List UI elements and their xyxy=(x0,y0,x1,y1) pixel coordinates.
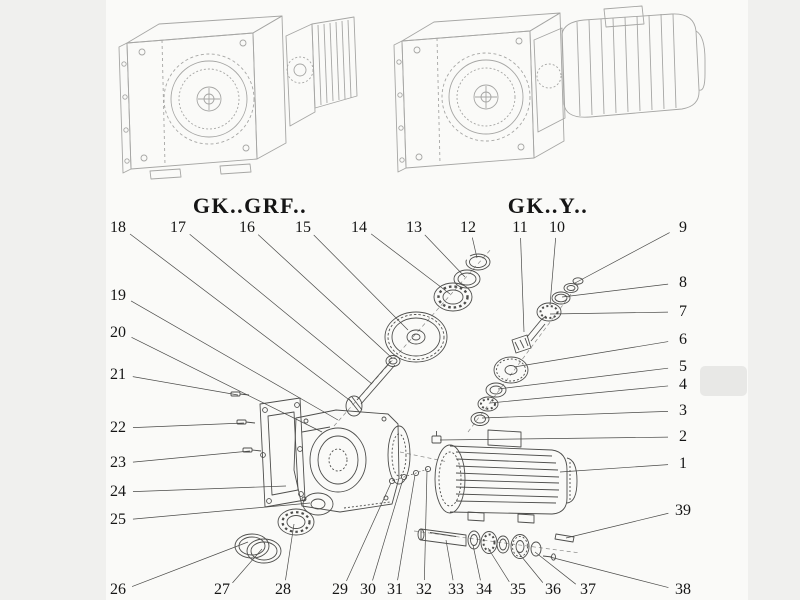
leader-line-7 xyxy=(549,311,669,315)
callout-19: 19 xyxy=(110,287,126,304)
left-margin xyxy=(0,0,106,600)
callout-7: 7 xyxy=(679,303,687,320)
callout-18: 18 xyxy=(110,219,126,236)
gearbox-grf-illustration xyxy=(118,15,358,180)
callout-8: 8 xyxy=(679,274,687,291)
callout-37: 37 xyxy=(580,581,596,598)
leader-line-9 xyxy=(574,232,670,284)
callout-21: 21 xyxy=(110,366,126,383)
callout-15: 15 xyxy=(295,219,311,236)
leader-line-14 xyxy=(370,233,451,295)
callout-1: 1 xyxy=(679,455,687,472)
leader-line-8 xyxy=(561,283,669,298)
callout-38: 38 xyxy=(675,581,691,598)
leader-line-19 xyxy=(130,300,339,421)
leader-line-22 xyxy=(132,422,245,428)
callout-24: 24 xyxy=(110,483,126,500)
breather-plug xyxy=(431,431,442,444)
leader-line-1 xyxy=(559,464,669,473)
gearbox-y-illustration xyxy=(393,5,706,173)
leader-line-12 xyxy=(471,237,478,259)
callout-6: 6 xyxy=(679,331,687,348)
callout-28: 28 xyxy=(275,581,291,598)
callout-3: 3 xyxy=(679,402,687,419)
callout-25: 25 xyxy=(110,511,126,528)
leader-line-24 xyxy=(132,485,287,492)
intermediate-shaft-assembly xyxy=(345,253,491,417)
callout-13: 13 xyxy=(406,219,422,236)
right-margin xyxy=(748,0,800,600)
leader-line-37 xyxy=(534,551,577,585)
axis-lines xyxy=(333,247,581,554)
leader-line-10 xyxy=(549,237,556,306)
leader-line-21 xyxy=(132,376,239,396)
callout-29: 29 xyxy=(332,581,348,598)
leader-line-38 xyxy=(549,556,669,588)
callout-32: 32 xyxy=(416,581,432,598)
output-flange-plate xyxy=(259,397,306,508)
callout-26: 26 xyxy=(110,581,126,598)
callout-2: 2 xyxy=(679,428,687,445)
leader-line-25 xyxy=(132,502,311,520)
callout-17: 17 xyxy=(170,219,186,236)
callout-4: 4 xyxy=(679,376,687,393)
callout-23: 23 xyxy=(110,454,126,471)
leader-line-26 xyxy=(131,541,249,587)
callout-27: 27 xyxy=(214,581,230,598)
leader-line-34 xyxy=(472,544,481,581)
callout-33: 33 xyxy=(448,581,464,598)
callout-31: 31 xyxy=(387,581,403,598)
leader-line-32 xyxy=(424,470,428,581)
leader-line-20 xyxy=(131,337,323,433)
exploded-view xyxy=(230,247,584,564)
callout-22: 22 xyxy=(110,419,126,436)
model-label-grf: GK..GRF.. xyxy=(192,193,308,218)
model-label-y: GK..Y.. xyxy=(507,193,589,218)
leader-line-29 xyxy=(346,482,392,582)
callout-20: 20 xyxy=(110,324,126,341)
leader-line-16 xyxy=(257,234,393,359)
leader-line-36 xyxy=(516,550,544,583)
flange-bolts xyxy=(230,391,262,453)
leader-line-18 xyxy=(129,233,353,403)
callout-5: 5 xyxy=(679,358,687,375)
bevel-pinion-assembly xyxy=(470,277,584,426)
background-smudge xyxy=(700,366,747,396)
callout-34: 34 xyxy=(476,581,492,598)
leader-line-28 xyxy=(285,523,295,581)
callout-14: 14 xyxy=(351,219,367,236)
leader-line-23 xyxy=(132,450,251,463)
bearing-cover-and-shims xyxy=(234,492,334,564)
callout-35: 35 xyxy=(510,581,526,598)
callout-10: 10 xyxy=(549,219,565,236)
leader-line-6 xyxy=(513,341,669,368)
callout-12: 12 xyxy=(460,219,476,236)
input-flange-fasteners xyxy=(388,465,432,485)
leader-line-4 xyxy=(489,385,669,404)
callout-39: 39 xyxy=(675,502,691,519)
leader-line-31 xyxy=(397,474,416,581)
callout-30: 30 xyxy=(360,581,376,598)
callout-36: 36 xyxy=(545,581,561,598)
leader-line-39 xyxy=(565,512,669,539)
leader-line-15 xyxy=(313,234,409,331)
leader-line-13 xyxy=(424,234,466,278)
leader-line-17 xyxy=(189,233,373,385)
leader-line-35 xyxy=(487,547,510,583)
output-shaft-kit xyxy=(417,528,575,561)
leader-line-3 xyxy=(481,410,669,419)
leader-line-5 xyxy=(497,367,669,390)
electric-motor xyxy=(434,429,578,524)
callout-11: 11 xyxy=(512,219,528,236)
leader-line-27 xyxy=(232,548,263,584)
leader-line-30 xyxy=(372,478,404,581)
leader-line-2 xyxy=(439,436,669,441)
callout-9: 9 xyxy=(679,219,687,236)
callout-16: 16 xyxy=(239,219,255,236)
leader-line-11 xyxy=(520,237,525,333)
leader-line-33 xyxy=(445,539,454,581)
